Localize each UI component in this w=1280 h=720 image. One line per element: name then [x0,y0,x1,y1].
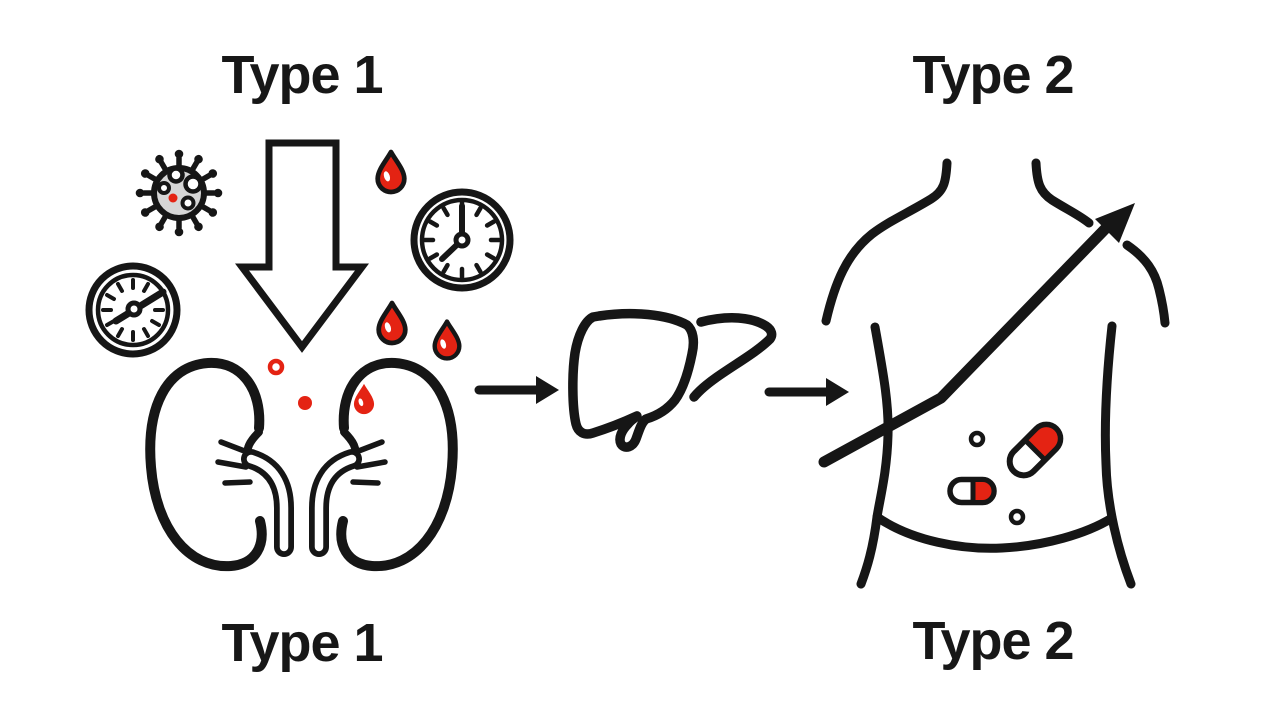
torso-icon [821,158,1170,589]
capsule-pill-icon [1006,421,1064,479]
pill-dot-marker [968,430,986,448]
virus-icon [136,150,223,237]
liver-icon [568,308,777,452]
blood-drop-icon [435,322,460,359]
type1-top-label: Type 1 [221,45,383,105]
capsule-pill-icon [947,476,997,506]
rising-trend-arrow-icon [818,203,1135,468]
blood-drop-icon [378,152,405,192]
pill-dot-marker [1008,508,1026,526]
type1-bottom-label: Type 1 [221,613,383,673]
clock-icon [410,188,514,292]
right-kidney [319,363,453,566]
red-dot-marker [298,396,312,410]
type2-top-label: Type 2 [912,45,1074,105]
artwork-root [85,139,1170,589]
flow-arrow-left-icon [474,376,559,404]
red-ring-marker [267,358,285,376]
kidneys-icon [150,361,453,566]
pressure-gauge-icon [85,262,181,358]
kidney-blood-drop-icon [353,383,375,415]
flow-arrow-right-icon [764,378,849,406]
type2-bottom-label: Type 2 [912,611,1074,671]
blood-drop-icon [379,303,406,343]
left-kidney [150,363,284,566]
large-down-arrow-icon [235,139,369,353]
